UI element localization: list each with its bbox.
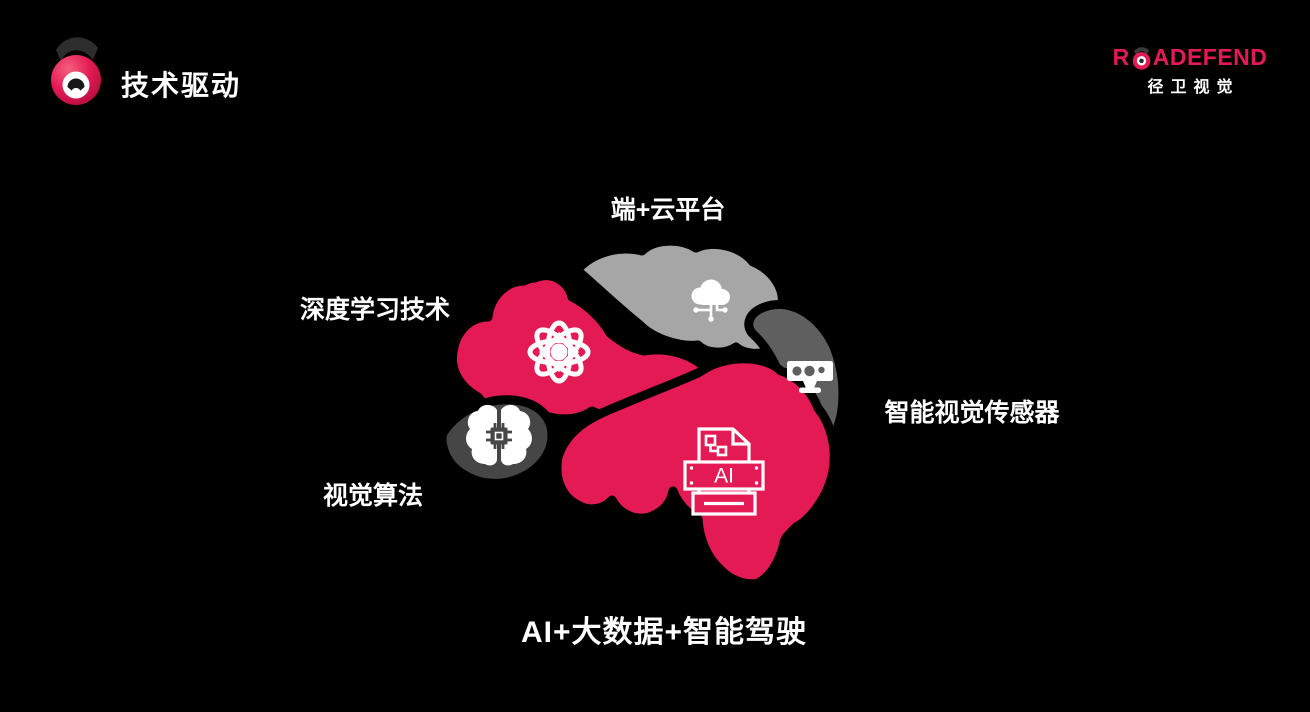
cloud-network-icon bbox=[691, 279, 730, 322]
brand-lockup: R ADEFEND 径卫视觉 bbox=[1100, 44, 1280, 97]
brand-o-icon bbox=[1132, 47, 1151, 70]
label-deep-learning: 深度学习技术 bbox=[299, 296, 451, 324]
brain-diagram: AI bbox=[440, 243, 848, 589]
logo-cap-icon bbox=[56, 37, 98, 61]
ai-icon-label: AI bbox=[714, 465, 734, 488]
page-title: 技术驱动 bbox=[121, 70, 242, 101]
brain-chip-icon bbox=[466, 404, 532, 466]
brand-wordmark-prefix: R bbox=[1112, 44, 1130, 70]
brand-wordmark-suffix: ADEFEND bbox=[1152, 44, 1268, 70]
roadefend-eye-logo bbox=[51, 37, 101, 105]
label-smart-sensor: 智能视觉传感器 bbox=[884, 399, 1060, 427]
label-vision-algorithm: 视觉算法 bbox=[322, 482, 424, 510]
logo-eyelid-icon bbox=[67, 78, 85, 91]
camera-sensor-icon bbox=[787, 361, 833, 393]
label-ai-core: AI+大数据+智能驾驶 bbox=[520, 616, 808, 649]
brand-wordmark: R ADEFEND bbox=[1100, 44, 1280, 70]
atom-icon bbox=[527, 320, 591, 384]
label-cloud-platform: 端+云平台 bbox=[610, 196, 726, 224]
brand-subtitle: 径卫视觉 bbox=[1147, 79, 1240, 96]
ai-document-icon: AI bbox=[683, 427, 765, 516]
